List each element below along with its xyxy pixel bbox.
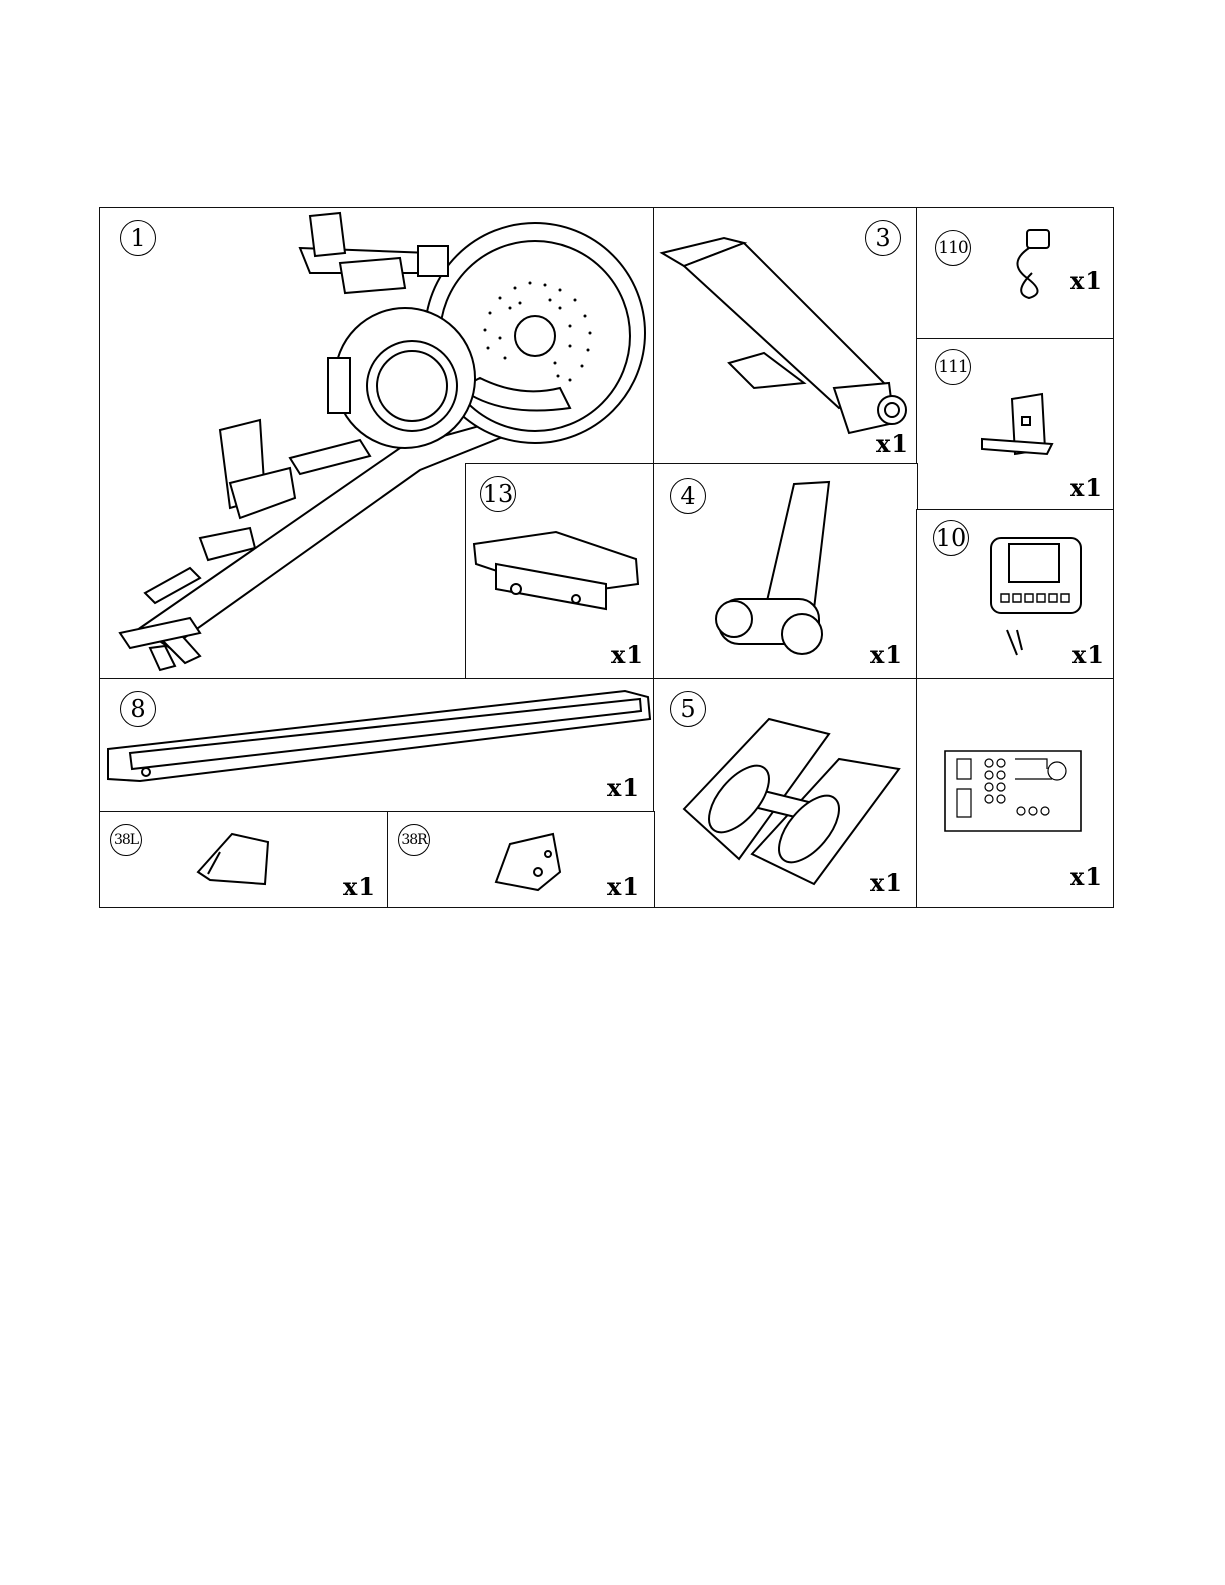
front-leg-illustration — [654, 208, 918, 465]
cell-part-38l: 38L x1 — [99, 811, 389, 908]
cell-part-10: 10 x1 — [916, 509, 1114, 680]
quantity-label: x1 — [343, 872, 376, 901]
cell-part-4: 4 x1 — [653, 463, 918, 680]
quantity-label: x1 — [1070, 473, 1103, 502]
quantity-label: x1 — [1072, 640, 1105, 669]
cell-part-8: 8 x1 — [99, 678, 655, 813]
cell-part-5: 5 x1 — [653, 678, 918, 908]
quantity-label: x1 — [870, 868, 903, 897]
quantity-label: x1 — [876, 429, 909, 458]
cell-part-38r: 38R x1 — [387, 811, 655, 908]
quantity-label: x1 — [1070, 862, 1103, 891]
quantity-label: x1 — [1070, 266, 1103, 295]
quantity-label: x1 — [870, 640, 903, 669]
quantity-label: x1 — [607, 773, 640, 802]
cell-part-110: 110 x1 — [916, 207, 1114, 340]
cell-part-13: 13 x1 — [465, 463, 655, 680]
cell-hardware-pack: x1 — [916, 678, 1114, 908]
aluminum-rail-illustration — [100, 679, 655, 813]
cell-part-111: 111 x1 — [916, 338, 1114, 511]
cell-part-3: 3 x1 — [653, 207, 918, 465]
quantity-label: x1 — [611, 640, 644, 669]
quantity-label: x1 — [607, 872, 640, 901]
